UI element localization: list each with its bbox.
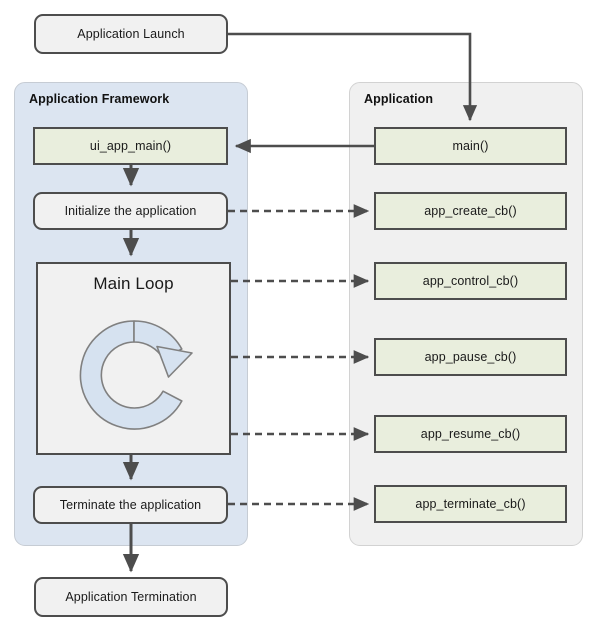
node-terminate-the-application[interactable]: Terminate the application xyxy=(33,486,228,524)
node-terminate-the-application-label: Terminate the application xyxy=(59,497,202,512)
node-app-control-cb[interactable]: app_control_cb() xyxy=(374,262,567,300)
node-application-launch-label: Application Launch xyxy=(77,26,185,41)
node-application-termination-label: Application Termination xyxy=(65,589,197,604)
node-main-loop[interactable]: Main Loop xyxy=(36,262,231,455)
node-app-create-cb[interactable]: app_create_cb() xyxy=(374,192,567,230)
node-initialize-the-application[interactable]: Initialize the application xyxy=(33,192,228,230)
node-app-pause-cb-label: app_pause_cb() xyxy=(424,349,517,364)
node-application-termination[interactable]: Application Termination xyxy=(34,577,228,617)
node-app-terminate-cb[interactable]: app_terminate_cb() xyxy=(374,485,567,523)
loop-arrow-icon xyxy=(71,312,197,442)
node-main-loop-label: Main Loop xyxy=(93,274,174,293)
node-initialize-the-application-label: Initialize the application xyxy=(64,203,197,218)
node-main-label: main() xyxy=(452,138,489,153)
node-main[interactable]: main() xyxy=(374,127,567,165)
panel-application-title: Application xyxy=(364,92,434,106)
node-app-control-cb-label: app_control_cb() xyxy=(422,273,519,288)
node-ui-app-main[interactable]: ui_app_main() xyxy=(33,127,228,165)
node-ui-app-main-label: ui_app_main() xyxy=(89,138,172,153)
node-app-resume-cb[interactable]: app_resume_cb() xyxy=(374,415,567,453)
node-app-create-cb-label: app_create_cb() xyxy=(424,203,517,218)
panel-application-framework-title: Application Framework xyxy=(29,92,170,106)
node-app-resume-cb-label: app_resume_cb() xyxy=(420,426,521,441)
node-app-pause-cb[interactable]: app_pause_cb() xyxy=(374,338,567,376)
node-app-terminate-cb-label: app_terminate_cb() xyxy=(415,496,526,511)
node-application-launch[interactable]: Application Launch xyxy=(34,14,228,54)
